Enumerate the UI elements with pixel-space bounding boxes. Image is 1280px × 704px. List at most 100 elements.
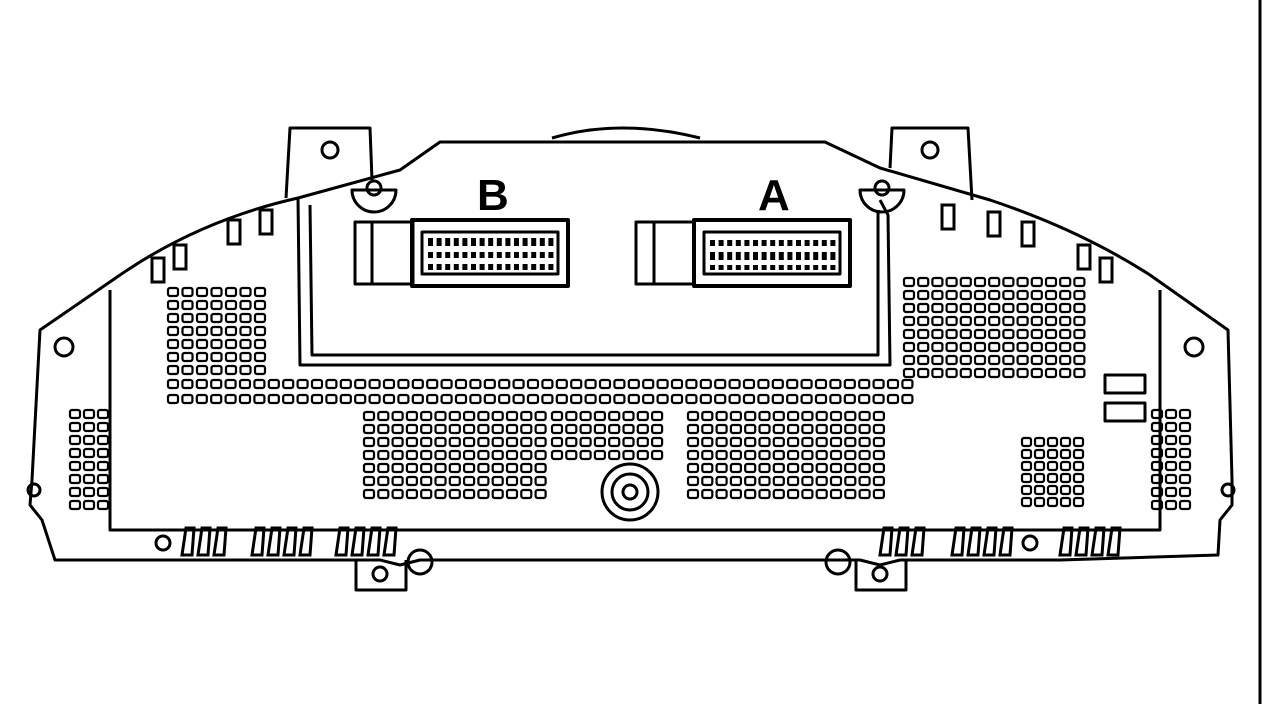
- terminal-clip: [266, 526, 282, 557]
- contact-pad: [829, 436, 843, 448]
- contact-pad: [973, 302, 987, 314]
- contact-pad: [744, 488, 757, 500]
- contact-pad: [701, 410, 714, 422]
- contact-pad: [843, 393, 856, 405]
- contact-pad: [744, 449, 757, 461]
- contact-pad: [1016, 276, 1029, 288]
- connector-pin: [428, 238, 433, 246]
- contact-pad: [434, 488, 447, 500]
- contact-pad-grid: [68, 276, 1192, 511]
- contact-pad: [68, 421, 82, 433]
- connector-a-latch: [634, 220, 696, 286]
- contact-pad: [1030, 328, 1043, 340]
- contact-pad: [239, 325, 252, 337]
- connector-pin: [471, 238, 476, 246]
- contact-pad: [636, 410, 649, 422]
- contact-pad: [426, 378, 439, 390]
- contact-pad: [68, 408, 82, 420]
- contact-pad: [844, 449, 857, 461]
- contact-pad: [579, 436, 592, 448]
- contact-pad: [742, 393, 756, 405]
- contact-pad: [945, 315, 958, 327]
- contact-pad: [1046, 436, 1059, 448]
- bottom-right-tab: [854, 560, 908, 592]
- contact-pad: [917, 302, 930, 314]
- contact-pad: [988, 354, 1001, 366]
- contact-pad: [815, 423, 828, 435]
- contact-pad: [1002, 315, 1015, 327]
- contact-pad: [82, 408, 96, 420]
- contact-pad: [786, 378, 799, 390]
- contact-pad: [1178, 499, 1192, 511]
- contact-pad: [758, 488, 771, 500]
- contact-pad: [534, 436, 547, 448]
- contact-pad: [858, 475, 871, 487]
- connector-pin: [453, 264, 459, 270]
- contact-pad: [377, 488, 390, 500]
- terminal-clip: [878, 526, 894, 557]
- contact-pad: [608, 449, 621, 461]
- contact-pad: [420, 475, 433, 487]
- connector-pin: [488, 238, 494, 246]
- contact-pad: [650, 423, 664, 435]
- bottom-left-tab-hole: [371, 565, 389, 583]
- contact-pad: [758, 475, 771, 487]
- contact-pad: [931, 289, 944, 301]
- bottom-right-clip: [824, 548, 852, 576]
- contact-pad: [454, 378, 468, 390]
- contact-pad: [477, 462, 490, 474]
- contact-pad: [1178, 408, 1192, 420]
- contact-pad: [1030, 276, 1043, 288]
- contact-pad: [483, 378, 496, 390]
- contact-pad: [1164, 421, 1178, 433]
- contact-pad: [239, 286, 252, 298]
- contact-pad: [771, 393, 784, 405]
- contact-pad: [844, 475, 857, 487]
- contact-pad: [945, 302, 958, 314]
- connector-pin: [744, 240, 750, 246]
- contact-pad: [391, 475, 404, 487]
- contact-pad: [325, 378, 338, 390]
- connector-pin: [428, 252, 433, 258]
- contact-pad: [902, 328, 916, 340]
- center-boss-core: [621, 483, 639, 501]
- contact-pad: [872, 393, 885, 405]
- contact-pad: [1046, 460, 1059, 472]
- contact-pad: [82, 486, 96, 498]
- contact-pad: [181, 312, 194, 324]
- contact-pad: [1020, 472, 1033, 484]
- contact-pad: [685, 378, 698, 390]
- contact-pad: [1044, 328, 1058, 340]
- terminal-clip: [1074, 526, 1090, 557]
- contact-pad: [608, 436, 621, 448]
- clip-tab: [172, 243, 188, 271]
- contact-pad: [772, 475, 785, 487]
- contact-pad: [520, 423, 533, 435]
- contact-pad: [613, 393, 626, 405]
- contact-pad: [729, 488, 743, 500]
- contact-pad: [931, 276, 944, 288]
- contact-pad: [699, 378, 712, 390]
- contact-pad: [931, 315, 944, 327]
- right-edge-peg: [1220, 482, 1236, 498]
- connector-b-pins: [420, 230, 560, 276]
- terminal-clip: [298, 526, 314, 557]
- terminal-clip: [250, 526, 266, 557]
- contact-pad: [96, 486, 110, 498]
- contact-pad: [786, 475, 800, 487]
- contact-pad: [210, 351, 223, 363]
- contact-pad: [534, 410, 547, 422]
- contact-pad: [397, 393, 410, 405]
- contact-pad: [959, 367, 972, 379]
- contact-pad: [801, 462, 814, 474]
- housing-outline: [28, 140, 1234, 567]
- contact-pad: [195, 286, 209, 298]
- contact-pad: [758, 436, 771, 448]
- connector-pin: [821, 265, 827, 270]
- contact-pad: [872, 410, 886, 422]
- contact-pad: [801, 436, 814, 448]
- contact-pad: [579, 410, 592, 422]
- contact-pad: [448, 462, 461, 474]
- connector-pin: [761, 252, 767, 260]
- connector-pin: [813, 252, 819, 260]
